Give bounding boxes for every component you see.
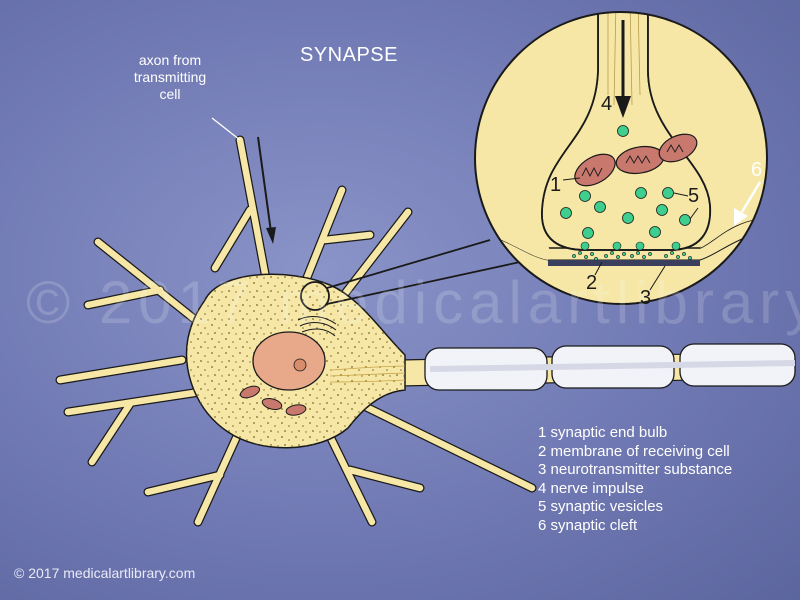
- legend-item: 2 membrane of receiving cell: [538, 442, 730, 460]
- callout-leaders: [562, 177, 699, 291]
- copyright-notice: © 2017 medicalartlibrary.com: [14, 565, 196, 581]
- neurotransmitter-release: [572, 241, 692, 261]
- zoom-connector: [300, 239, 521, 311]
- legend-item: 4 nerve impulse: [538, 479, 644, 497]
- soma-mitochondria: [239, 385, 307, 416]
- synaptic-vesicles: [560, 125, 691, 239]
- bulb-mitochondria: [574, 133, 698, 187]
- callout-1: 1: [550, 174, 562, 196]
- callout-2: 2: [586, 272, 598, 294]
- callout-5: 5: [688, 185, 700, 207]
- watermark: © 2017 medicalartlibrary: [26, 269, 800, 336]
- legend-item: 1 synaptic end bulb: [538, 424, 668, 441]
- golgi-apparatus: [297, 316, 337, 337]
- axon-label: axon from transmitting cell: [100, 52, 240, 103]
- nucleus: [252, 331, 326, 391]
- callout-6: 6: [751, 159, 763, 181]
- callout-3: 3: [640, 287, 652, 309]
- diagram-title: SYNAPSE: [300, 44, 398, 66]
- callout-4: 4: [601, 93, 613, 115]
- legend: 1 synaptic end bulb 2 membrane of receiv…: [538, 424, 732, 535]
- synaptic-cleft-arrow: [734, 181, 762, 226]
- nerve-impulse-arrow: [615, 20, 631, 118]
- incoming-axon-arrow: [211, 117, 276, 244]
- legend-item: 3 neurotransmitter substance: [538, 461, 733, 478]
- axon-label-line: cell: [159, 86, 181, 102]
- axon-label-line: axon from: [138, 52, 202, 68]
- legend-item: 6 synaptic cleft: [538, 516, 638, 534]
- axon-label-line: transmitting: [133, 69, 207, 85]
- myelinated-axon: [399, 343, 796, 391]
- legend-item: 5 synaptic vesicles: [538, 498, 664, 515]
